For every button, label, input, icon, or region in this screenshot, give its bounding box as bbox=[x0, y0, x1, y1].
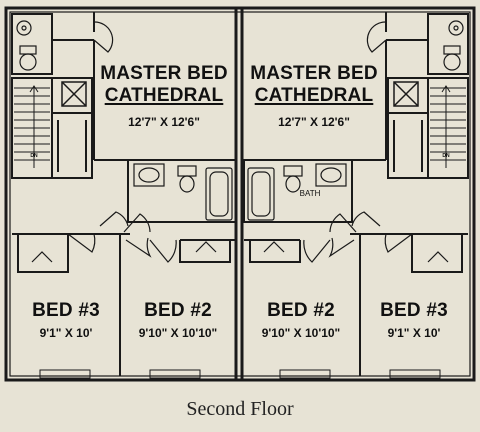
right-windows bbox=[279, 369, 441, 379]
left-unit-walls bbox=[11, 13, 237, 376]
caption: Second Floor bbox=[186, 398, 294, 420]
right-stairs bbox=[430, 85, 466, 168]
top-wall-stubs bbox=[93, 12, 387, 32]
left-skylight bbox=[61, 81, 87, 107]
master-left-name: MASTER BED bbox=[100, 63, 228, 84]
bath-label: BATH bbox=[299, 189, 321, 198]
bed3-left-size: 9'1" X 10' bbox=[39, 326, 93, 340]
stair-label-right: DN bbox=[442, 153, 450, 159]
outer-walls bbox=[4, 6, 476, 382]
bed2-right-size: 9'10" X 10'10" bbox=[261, 326, 341, 340]
right-unit-walls bbox=[243, 13, 469, 376]
bed3-right-name: BED #3 bbox=[380, 300, 448, 321]
right-door-swings bbox=[263, 21, 449, 263]
master-right-name-line2: CATHEDRAL bbox=[254, 85, 374, 106]
master-left-name-line2: CATHEDRAL bbox=[104, 85, 224, 106]
stair-label-left: DN bbox=[30, 153, 38, 159]
bed2-right-name: BED #2 bbox=[267, 300, 335, 321]
master-left-size: 12'7" X 12'6" bbox=[128, 115, 200, 129]
right-hall-bath-fixtures bbox=[247, 163, 347, 221]
bed3-right-size: 9'1" X 10' bbox=[387, 326, 441, 340]
left-stairs bbox=[14, 85, 50, 168]
left-door-swings bbox=[31, 21, 217, 263]
left-upper-bath-fixtures bbox=[16, 20, 37, 71]
bed2-left-name: BED #2 bbox=[144, 300, 212, 321]
bed2-left-size: 9'10" X 10'10" bbox=[138, 326, 218, 340]
master-right-name: MASTER BED bbox=[250, 63, 378, 84]
right-skylight bbox=[393, 81, 419, 107]
left-windows bbox=[39, 369, 201, 379]
master-right-size: 12'7" X 12'6" bbox=[278, 115, 350, 129]
left-hall-bath-fixtures bbox=[133, 163, 233, 221]
right-upper-bath-fixtures bbox=[443, 20, 464, 71]
bed3-left-name: BED #3 bbox=[32, 300, 100, 321]
